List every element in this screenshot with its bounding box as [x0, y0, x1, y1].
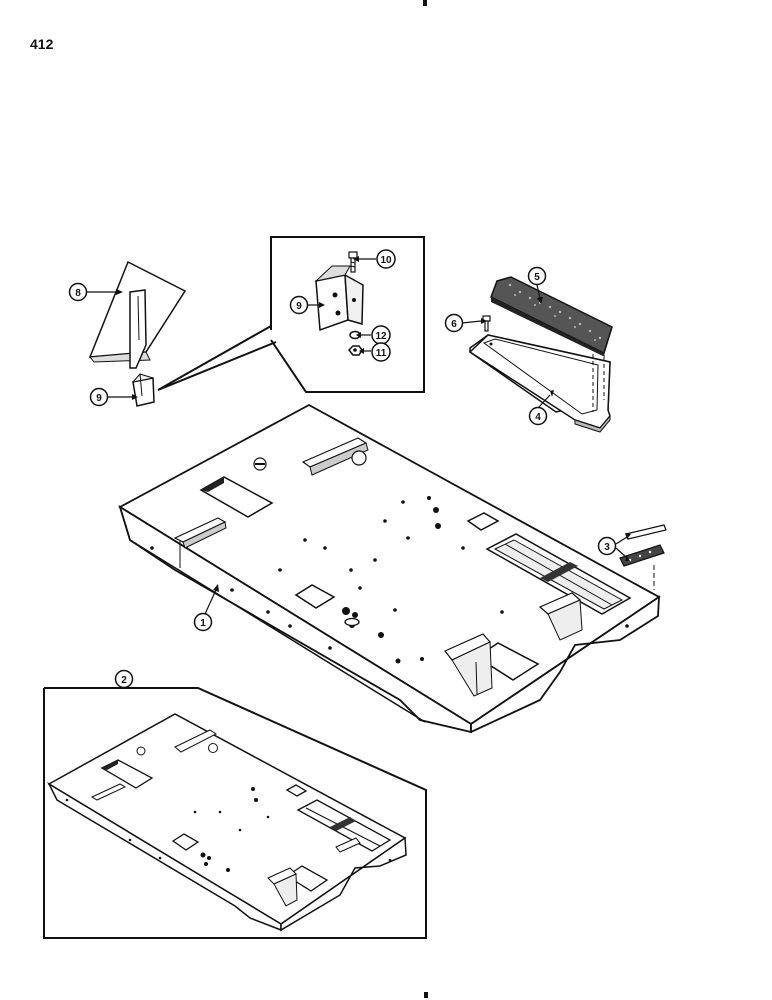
detail-inset-platform	[43, 687, 427, 939]
part-9-bracket-small	[131, 373, 155, 407]
svg-text:6: 6	[451, 319, 457, 330]
callout-4: 4	[528, 406, 548, 426]
callout-5: 5	[527, 266, 547, 286]
part-1-platform	[118, 403, 661, 734]
callout-2: 2	[114, 669, 134, 689]
part-3-strips	[619, 524, 667, 590]
svg-text:9: 9	[296, 301, 302, 312]
callout-10: 10	[376, 249, 396, 269]
part-5-pad	[490, 276, 613, 412]
part-6-screw	[482, 315, 491, 332]
svg-text:5: 5	[534, 272, 540, 283]
part-10-bolt	[348, 251, 358, 273]
detail-inset-bracket	[157, 236, 425, 393]
svg-text:1: 1	[200, 618, 206, 629]
svg-text:11: 11	[376, 348, 387, 359]
svg-text:10: 10	[380, 255, 392, 266]
callout-1: 1	[193, 612, 213, 632]
crop-mark-bottom	[424, 992, 428, 998]
page-number: 412	[30, 36, 54, 52]
svg-text:12: 12	[375, 331, 387, 342]
callout-11: 11	[371, 342, 391, 362]
part-9-bracket-detail	[314, 265, 364, 332]
leader-lines	[87, 258, 628, 688]
crop-mark-top	[423, 0, 427, 6]
svg-text:8: 8	[75, 288, 81, 299]
svg-text:3: 3	[604, 542, 610, 553]
leader-arrowheads	[116, 256, 631, 592]
callout-12: 12	[371, 325, 391, 345]
part-2-platform-assembly	[47, 713, 407, 932]
callout-6: 6	[444, 313, 464, 333]
svg-text:9: 9	[96, 393, 102, 404]
part-4-plate	[468, 334, 611, 433]
callout-9-small: 9	[89, 387, 109, 407]
svg-text:2: 2	[121, 675, 127, 686]
svg-text:4: 4	[535, 412, 541, 423]
callout-3: 3	[597, 536, 617, 556]
callout-8: 8	[68, 282, 88, 302]
callout-9-detail: 9	[289, 295, 309, 315]
part-8-shield	[88, 260, 187, 369]
